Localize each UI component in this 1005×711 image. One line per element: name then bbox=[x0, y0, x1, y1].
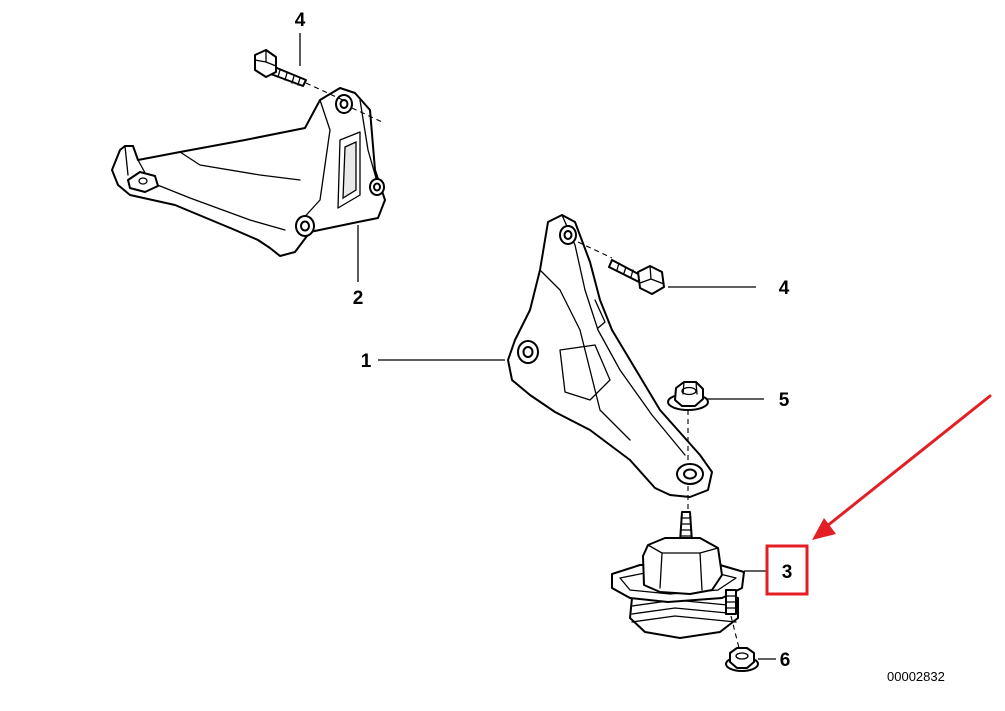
callout-left-bracket: 2 bbox=[353, 288, 364, 309]
callout-mount: 3 bbox=[782, 562, 793, 583]
document-number: 00002832 bbox=[887, 669, 945, 684]
callout-nut-top: 5 bbox=[779, 390, 790, 411]
bracket-right-part bbox=[507, 214, 713, 498]
callout-nut-bottom: 6 bbox=[780, 650, 791, 671]
bolt-right-part bbox=[608, 259, 665, 295]
callout-right-bracket: 1 bbox=[361, 351, 372, 372]
engine-mount-part bbox=[611, 511, 745, 653]
bracket-left-part bbox=[111, 87, 386, 257]
callout-top-bolt: 4 bbox=[295, 10, 306, 31]
bolt-top-part bbox=[254, 49, 383, 123]
nut-top-part bbox=[667, 381, 709, 512]
highlight-box bbox=[765, 544, 809, 596]
arrow-head-icon bbox=[812, 518, 836, 540]
nut-bottom-part bbox=[725, 647, 759, 672]
callout-right-bolt: 4 bbox=[779, 278, 790, 299]
highlight-arrow bbox=[820, 394, 992, 532]
